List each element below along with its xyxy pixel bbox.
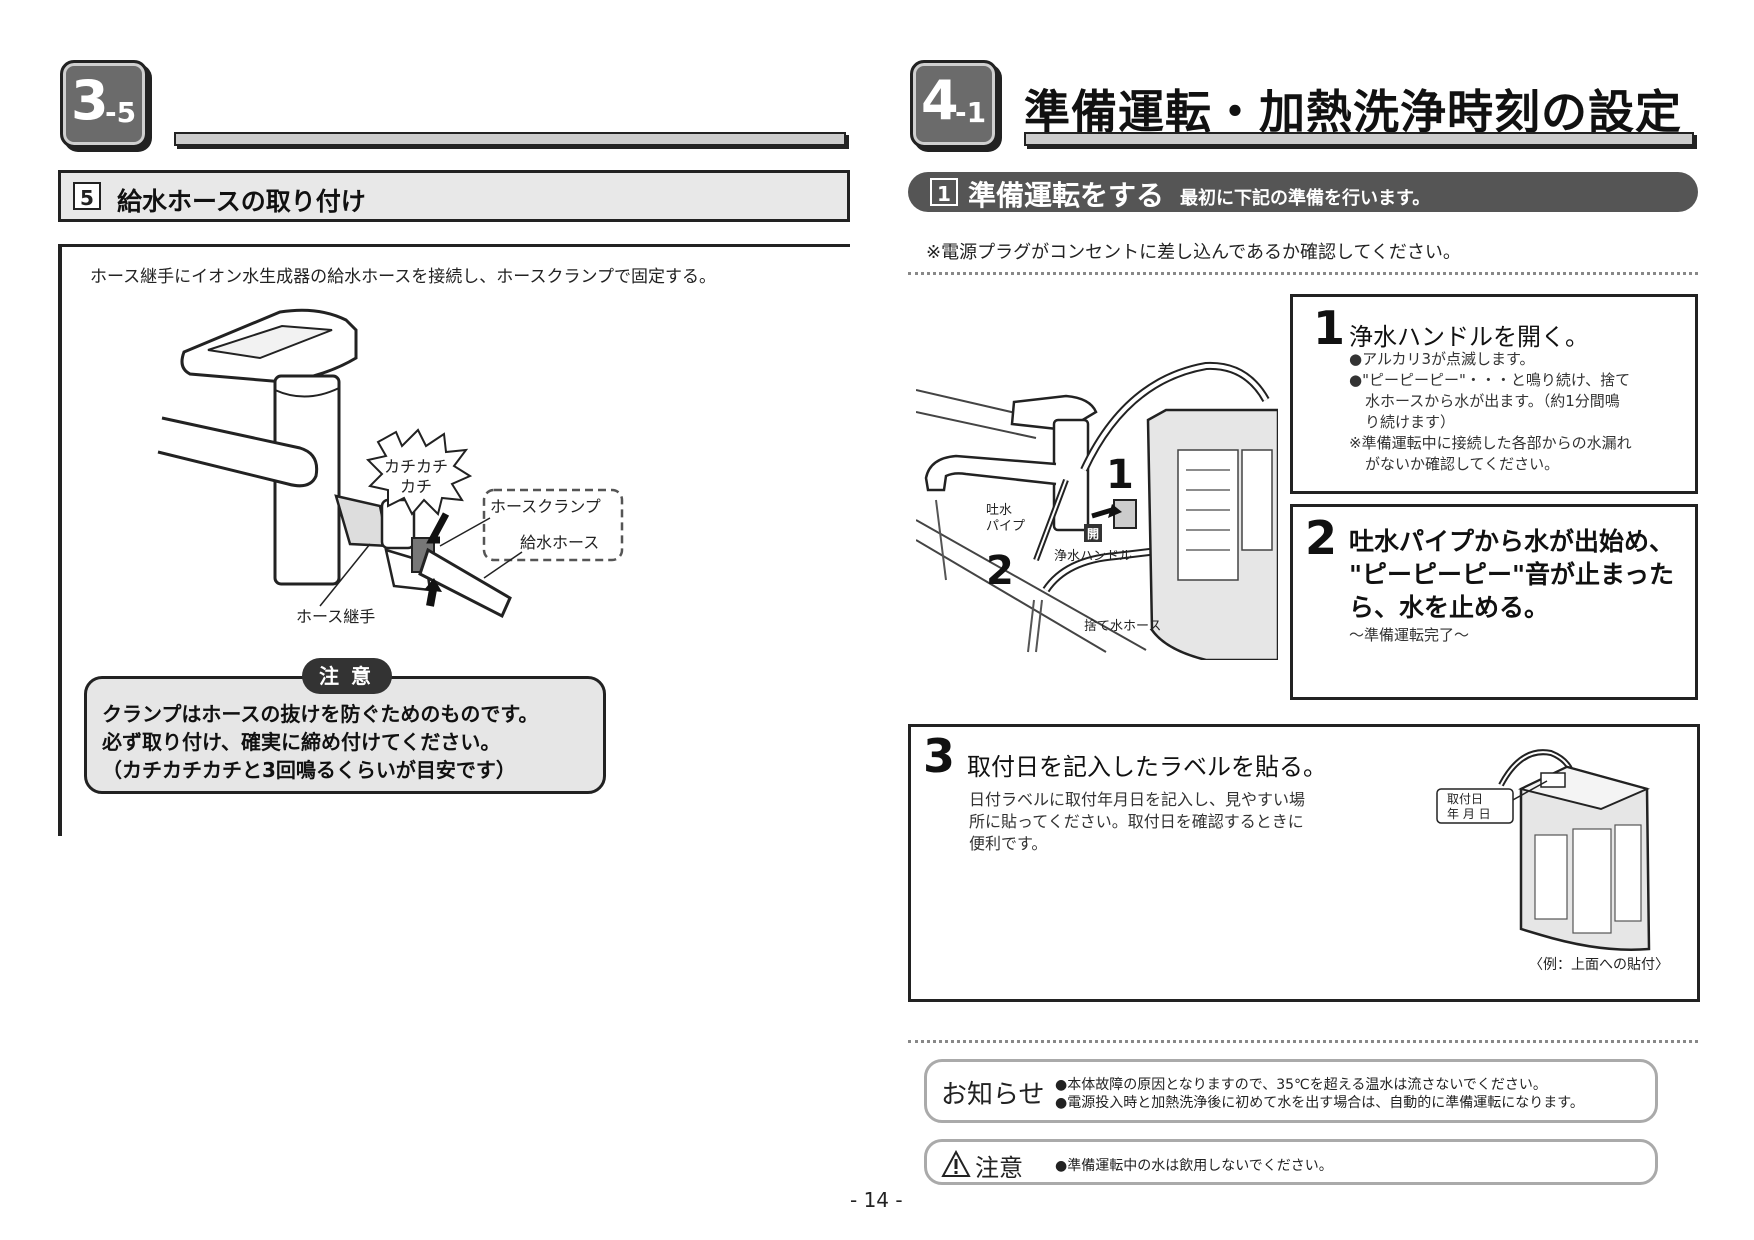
power-plug-note: ※電源プラグがコンセントに差し込んであるか確認してください。 <box>926 242 1461 263</box>
step-1-title: 浄水ハンドルを開く。 <box>1349 323 1589 351</box>
step-1-bullet-2: ●"ピーピーピー"・・・と鳴り続け、捨て <box>1349 371 1631 389</box>
dotted-divider-bottom <box>908 1040 1698 1043</box>
step-1-bullet-3: 水ホースから水が出ます。（約1分間鳴 <box>1365 392 1620 410</box>
warning-triangle-icon <box>941 1150 971 1177</box>
chapter-subnumber: -5 <box>105 96 137 129</box>
supply-hose-label: 給水ホース <box>520 533 599 552</box>
chapter-badge-right: 4 -1 <box>910 60 998 148</box>
section-left-bar <box>58 244 62 836</box>
click-sound-label-1: カチカチ <box>384 457 448 476</box>
hose-clamp-label: ホースクランプ <box>490 497 601 516</box>
caution-line-right: ●準備運転中の水は飲用しないでください。 <box>1055 1158 1333 1174</box>
chapter-badge-left: 3 -5 <box>60 60 148 148</box>
page-number: - 14 - <box>850 1188 903 1212</box>
date-label-line-1: 取付日 <box>1447 792 1483 806</box>
step-2-note: 〜準備運転完了〜 <box>1349 626 1470 644</box>
caution-line-2: 必ず取り付け、確実に締め付けてください。 <box>102 730 501 754</box>
notice-box: お知らせ ●本体故障の原因となりますので、35℃を超える温水は流さないでください… <box>924 1059 1658 1123</box>
spout-pipe-label-1: 吐水 <box>986 503 1012 518</box>
section-number: 5 <box>73 182 101 210</box>
caution-title-right: 注意 <box>975 1154 1023 1182</box>
step-1-box: 1 浄水ハンドルを開く。 ●アルカリ3が点滅します。 ●"ピーピーピー"・・・と… <box>1290 294 1698 494</box>
step-2-number: 2 <box>1305 511 1338 565</box>
caution-line-3: （カチカチカチと3回鳴るくらいが目安です） <box>102 758 516 782</box>
section-title: 給水ホースの取り付け <box>117 187 366 216</box>
chapter-rule-left <box>174 132 846 146</box>
label-example-caption: 〈例：上面への貼付〉 <box>1529 957 1669 973</box>
purifier-setup-illustration: 1 2 吐水 パイプ 開 浄水ハンドル 捨て水ホース <box>916 361 1278 660</box>
caution-box-right: 注意 ●準備運転中の水は飲用しないでください。 <box>924 1139 1658 1185</box>
step-3-desc-3: 便利です。 <box>969 834 1048 853</box>
dotted-divider-top <box>908 272 1698 275</box>
chapter-number: 4 <box>921 69 959 132</box>
step-3-number: 3 <box>923 729 956 783</box>
step-1-bullet-1: ●アルカリ3が点滅します。 <box>1349 350 1535 368</box>
instruction-text: ホース継手にイオン水生成器の給水ホースを接続し、ホースクランプで固定する。 <box>90 267 716 287</box>
purifier-handle-label: 浄水ハンドル <box>1054 549 1132 564</box>
spout-pipe-label-2: パイプ <box>986 519 1025 534</box>
step-1-number: 1 <box>1313 301 1346 355</box>
date-label-line-2: 年 月 日 <box>1447 807 1491 821</box>
click-sound-label-2: カチ <box>400 477 432 496</box>
step-3-desc-1: 日付ラベルに取付年月日を記入し、見やすい場 <box>969 790 1306 809</box>
step-1-bullet-4: り続けます） <box>1365 413 1456 431</box>
chapter-title: 準備運転・加熱洗浄時刻の設定 <box>1024 85 1682 139</box>
step-3-desc-2: 所に貼ってください。取付日を確認するときに <box>969 812 1304 831</box>
label-placement-illustration: 取付日 年 月 日 〈例：上面への貼付〉 <box>1436 749 1669 973</box>
diagram-step-2: 2 <box>986 548 1014 594</box>
chapter-number: 3 <box>71 69 109 132</box>
section-top-line <box>58 244 850 247</box>
caution-line-1: クランプはホースの抜けを防ぐためのものです。 <box>102 702 539 726</box>
chapter-rule-right <box>1024 132 1694 146</box>
caution-tag-left: 注意 <box>302 658 392 694</box>
caution-box-left <box>84 676 606 794</box>
step-1-bullet-6: がないか確認してください。 <box>1365 455 1560 473</box>
section-header-left: 5 給水ホースの取り付け <box>58 170 850 222</box>
step-2-box: 2 吐水パイプから水が出始め、 "ピーピーピー"音が止まった ら、水を止める。 … <box>1290 504 1698 700</box>
step-2-title-line-1: 吐水パイプから水が出始め、 <box>1349 527 1675 556</box>
step-1-bullet-5: ※準備運転中に接続した各部からの水漏れ <box>1349 434 1632 452</box>
step-3-title: 取付日を記入したラベルを貼る。 <box>967 753 1327 781</box>
step-3-box: 3 取付日を記入したラベルを貼る。 日付ラベルに取付年月日を記入し、見やすい場 … <box>908 724 1700 1002</box>
faucet-hose-illustration: カチカチ カチ ホースクランプ 給水ホース ホース継手 <box>157 308 624 626</box>
hose-joint-label: ホース継手 <box>296 607 375 626</box>
section-header-right: 1 準備運転をする 最初に下記の準備を行います。 <box>908 172 1698 212</box>
section-number: 1 <box>930 178 958 206</box>
section-subtitle: 最初に下記の準備を行います。 <box>1180 188 1431 209</box>
diagram-step-1: 1 <box>1106 452 1134 498</box>
chapter-subnumber: -1 <box>955 96 987 129</box>
step-2-title-line-2: "ピーピーピー"音が止まった <box>1349 560 1675 589</box>
notice-line-2: ●電源投入時と加熱洗浄後に初めて水を出す場合は、自動的に準備運転になります。 <box>1055 1095 1584 1111</box>
notice-title: お知らせ <box>941 1080 1045 1110</box>
drain-hose-label: 捨て水ホース <box>1084 618 1161 634</box>
notice-line-1: ●本体故障の原因となりますので、35℃を超える温水は流さないでください。 <box>1055 1077 1547 1093</box>
open-label: 開 <box>1087 527 1099 541</box>
step-2-title-line-3: ら、水を止める。 <box>1349 593 1550 622</box>
section-title: 準備運転をする <box>968 179 1165 212</box>
